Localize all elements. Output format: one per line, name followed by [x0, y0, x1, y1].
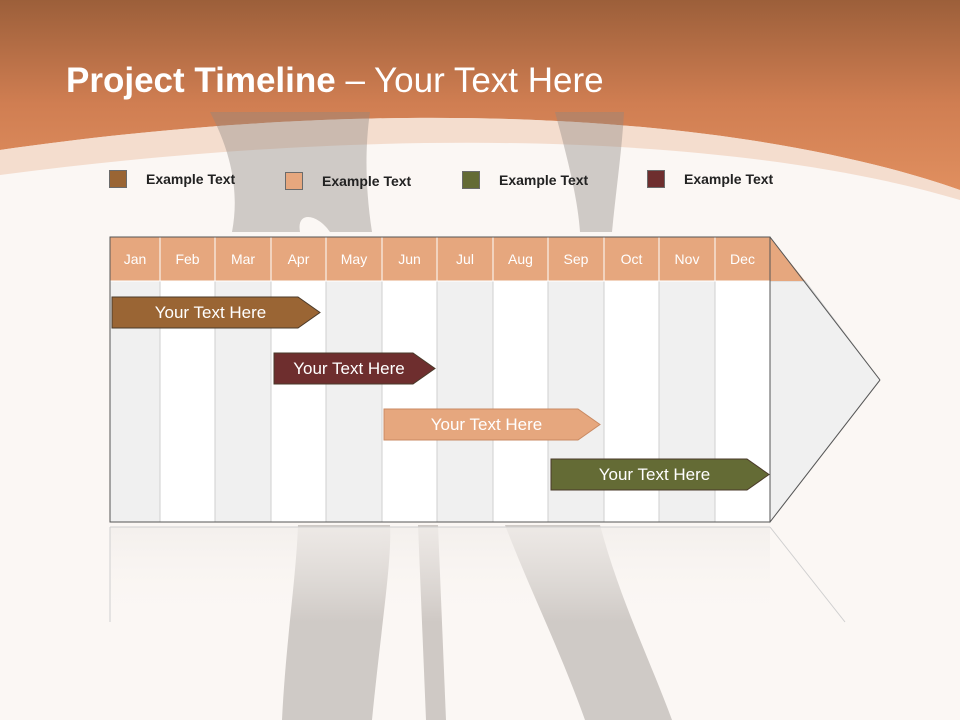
- month-header-cell: [658, 236, 716, 282]
- month-label: Jul: [456, 251, 474, 267]
- month-column: [436, 280, 494, 523]
- legend-label: Example Text: [322, 173, 412, 189]
- month-column: [381, 280, 438, 523]
- page-title: Project Timeline – Your Text Here: [66, 60, 604, 102]
- title-rest: – Your Text Here: [335, 61, 604, 100]
- month-column: [492, 280, 549, 523]
- month-label: Oct: [620, 251, 643, 267]
- month-header-cell: [547, 236, 605, 282]
- legend-swatch: [462, 171, 480, 189]
- legend-label: Example Text: [146, 171, 236, 187]
- legend-swatch: [109, 170, 127, 188]
- timeline-bar: [111, 296, 321, 329]
- timeline-bar: [550, 458, 770, 491]
- month-label: Jan: [123, 251, 147, 267]
- month-label: Sep: [563, 251, 589, 267]
- month-label: Aug: [508, 251, 533, 267]
- legend-swatch: [647, 170, 665, 188]
- month-header-cell: [603, 236, 660, 282]
- timeline-frame: [109, 236, 771, 523]
- month-header-cell: [214, 236, 272, 282]
- month-label: May: [340, 251, 368, 267]
- timeline-bar: [273, 352, 436, 385]
- timeline-bar: [383, 408, 601, 441]
- legend-label: Example Text: [499, 172, 589, 188]
- title-bold: Project Timeline: [66, 61, 336, 100]
- month-label: Jun: [398, 251, 421, 267]
- timeline-bar-label: Your Text Here: [598, 465, 711, 484]
- month-label: Mar: [230, 251, 256, 267]
- legend-swatch: [285, 172, 303, 190]
- month-column: [325, 280, 383, 523]
- timeline-bar-label: Your Text Here: [154, 303, 267, 322]
- banner-swoosh: [0, 117, 960, 200]
- timeline-bar-label: Your Text Here: [430, 415, 543, 434]
- timeline-reflection: [109, 526, 846, 623]
- month-label: Feb: [175, 251, 200, 267]
- month-header-cell: [381, 236, 438, 282]
- timeline-bar-label: Your Text Here: [293, 359, 405, 378]
- month-header-cell: [436, 236, 494, 282]
- month-label: Apr: [287, 251, 310, 267]
- month-label: Dec: [730, 251, 755, 267]
- month-label: Nov: [674, 251, 700, 267]
- legend-label: Example Text: [684, 171, 774, 187]
- header-banner: [0, 0, 960, 190]
